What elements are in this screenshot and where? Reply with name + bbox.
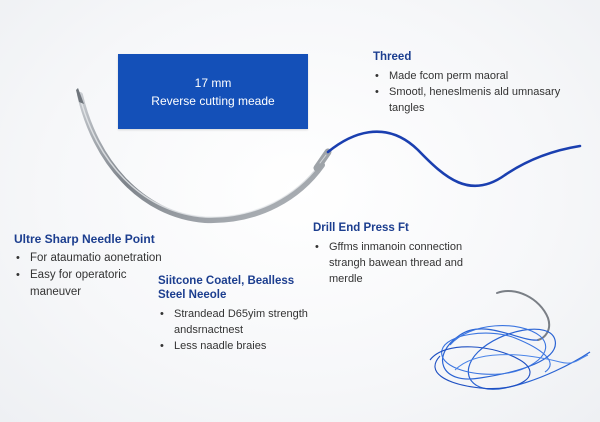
list-item: •Easy for operatoric maneuver [16, 269, 127, 298]
callout-drill-end-title: Drill End Press Ft [313, 222, 409, 234]
needle-spec-box: 17 mm Reverse cutting meade [118, 54, 308, 129]
suture-thread [326, 130, 582, 188]
callout-thread-title: Threed [373, 51, 412, 63]
callout-thread: Threed •Made fcom perm maoral •Smootl, h… [373, 50, 588, 116]
list-item: •For ataumatio aonetration [16, 252, 162, 264]
callout-drill-end-list: •Gffms inmanoin connection strangh bawea… [313, 239, 493, 287]
callout-needle-body-title: Siitcone Coatel, Bealless Steel Neeole [158, 275, 295, 301]
needle-tip [76, 88, 84, 104]
list-item: •Strandead D65yim strength andsrnactnest [160, 308, 308, 336]
spec-type: Reverse cutting meade [151, 93, 275, 108]
callout-needle-body: Siitcone Coatel, Bealless Steel Neeole •… [158, 274, 323, 354]
list-item: •Gffms inmanoin connection strangh bawea… [315, 241, 463, 285]
callout-needle-body-list: •Strandead D65yim strength andsrnactnest… [158, 306, 323, 354]
callout-needle-point: Ultre Sharp Needle Point •For ataumatio … [14, 232, 164, 301]
callout-drill-end: Drill End Press Ft •Gffms inmanoin conne… [313, 221, 493, 287]
list-item: •Less naadle braies [160, 340, 267, 352]
needle-swage-ridge [319, 154, 327, 164]
needle-highlight [79, 96, 320, 218]
list-item: •Made fcom perm maoral [375, 70, 509, 82]
spec-size: 17 mm [194, 75, 232, 90]
suture-coil-thumbnail [429, 290, 591, 390]
callout-needle-point-list: •For ataumatio aonetration •Easy for ope… [14, 250, 164, 301]
list-item: •Smootl, heneslmenis ald umnasary tangle… [375, 86, 561, 114]
callout-thread-list: •Made fcom perm maoral •Smootl, heneslme… [373, 68, 588, 116]
callout-needle-point-title: Ultre Sharp Needle Point [14, 232, 155, 246]
